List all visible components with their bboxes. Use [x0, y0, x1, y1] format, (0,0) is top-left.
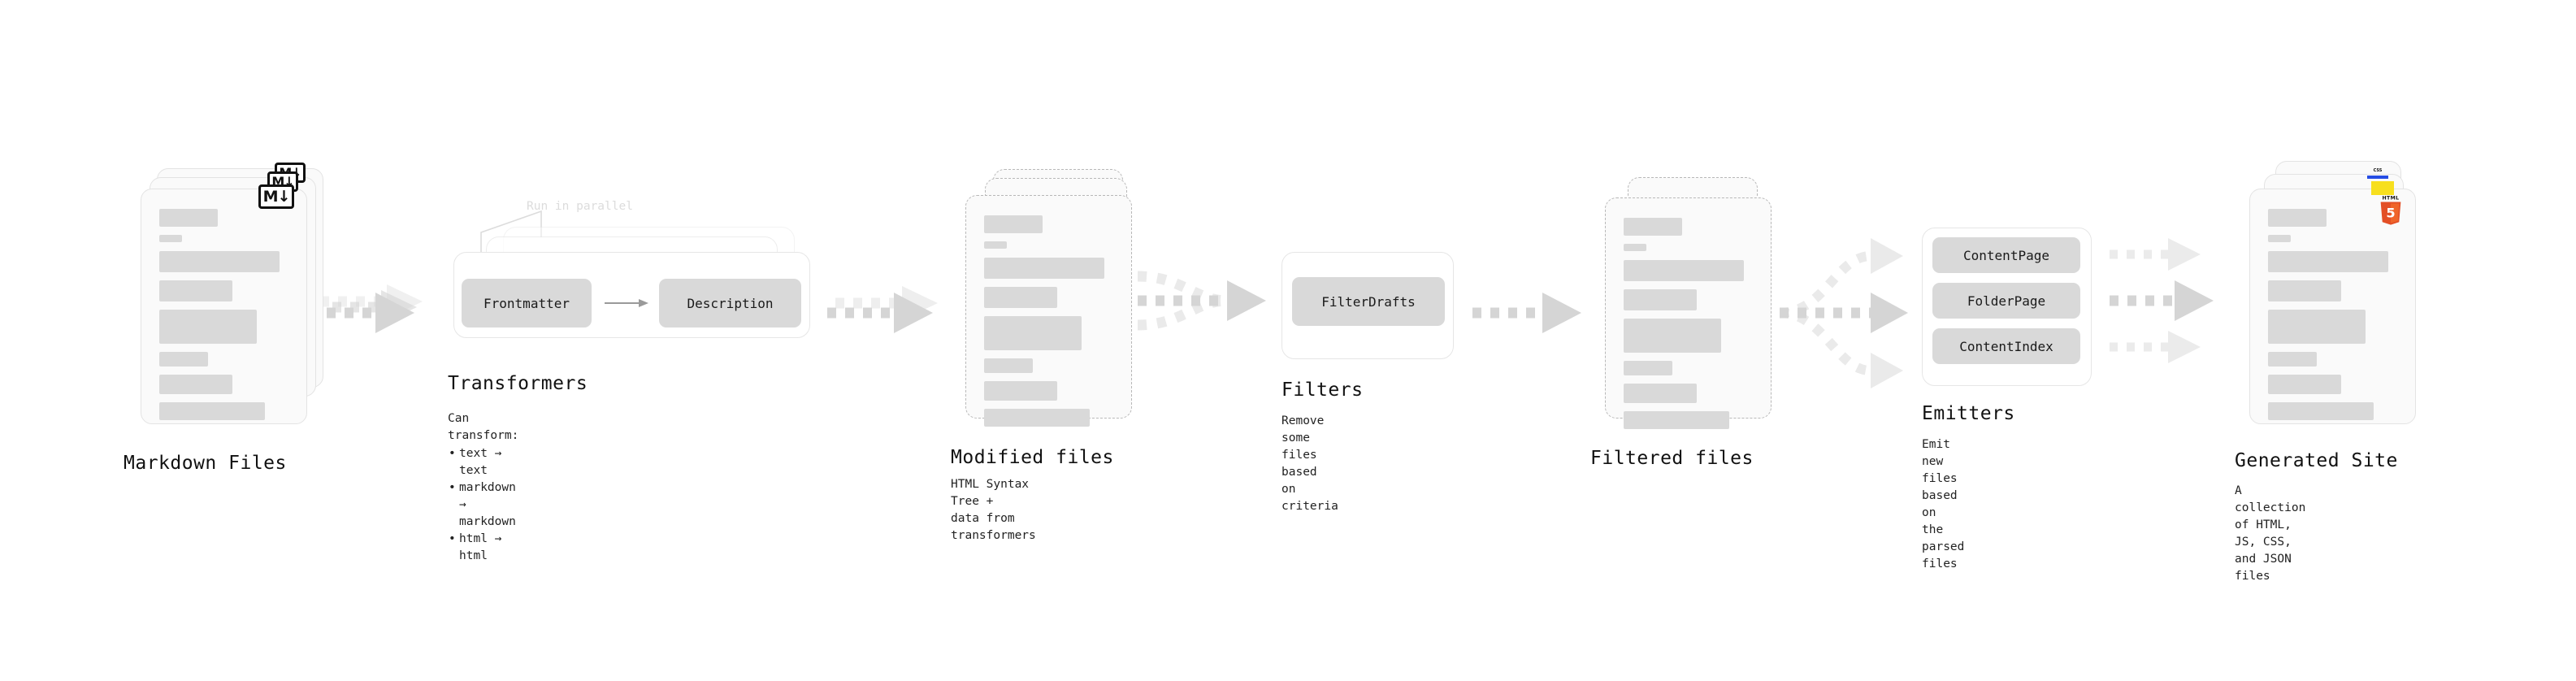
skeleton-line	[2268, 310, 2366, 344]
skeleton-line	[2268, 235, 2291, 242]
arrow-emitters-to-site	[2110, 238, 2214, 363]
skeleton-line	[984, 215, 1043, 233]
skeleton-line	[984, 287, 1057, 308]
emitters-pill-contentpage[interactable]: ContentPage	[1932, 237, 2080, 273]
transformers-bullet-item: html → html	[449, 531, 518, 565]
transformer-inner-arrow-front	[605, 299, 648, 307]
svg-text:5: 5	[2386, 206, 2395, 221]
modified-card-front	[965, 195, 1132, 427]
skeleton-line	[2268, 375, 2341, 394]
skeleton-line	[1624, 411, 1729, 429]
skeleton-line	[984, 316, 1082, 350]
stage-title-generated-site: Generated Site	[2235, 450, 2398, 471]
skeleton-line	[2268, 352, 2317, 367]
stage-title-markdown-files: Markdown Files	[124, 453, 287, 474]
html5-icon-label: HTML	[2382, 196, 2399, 202]
skeleton-line	[2268, 280, 2341, 301]
skeleton-line	[2268, 251, 2388, 272]
skeleton-line	[1624, 319, 1721, 353]
stage-subtitle-generated-site: A collection of HTML, JS, CSS, and JSON …	[2235, 484, 2306, 583]
transformers-bullet-item: text → text	[449, 445, 518, 479]
skeleton-line	[159, 209, 218, 227]
skeleton-line	[159, 375, 232, 394]
skeleton-line	[984, 358, 1033, 373]
emitters-pill-folderpage[interactable]: FolderPage	[1932, 283, 2080, 319]
skeleton-line	[159, 310, 257, 344]
skeleton-line	[984, 409, 1090, 427]
transformer-pill-frontmatter[interactable]: Frontmatter	[462, 279, 592, 327]
skeleton-line	[1624, 289, 1697, 310]
transformers-bullets-header: Can transform:	[448, 412, 519, 443]
stage-title-transformers: Transformers	[448, 373, 588, 394]
skeleton-line	[159, 402, 265, 420]
run-in-parallel-label: Run in parallel	[527, 200, 633, 213]
skeleton-line	[159, 280, 232, 301]
skeleton-line	[159, 352, 208, 367]
css-icon: CSS	[2367, 168, 2388, 179]
skeleton-line	[2268, 402, 2374, 420]
stage-title-modified-files: Modified files	[951, 447, 1114, 468]
stage-subtitle-filters: Remove some files based on criteria	[1281, 414, 1338, 514]
arrow-filters-to-filtered	[1472, 293, 1581, 333]
js-icon	[2371, 181, 2394, 195]
transformers-bullet-item: markdown → markdown	[449, 479, 518, 531]
skeleton-line	[984, 381, 1057, 401]
css-icon-label: CSS	[2373, 168, 2383, 173]
transformer-pill-description[interactable]: Description	[659, 279, 801, 327]
arrow-markdown-to-transformers	[309, 284, 423, 333]
skeleton-line	[984, 241, 1007, 249]
run-in-parallel-bracket	[480, 210, 542, 262]
markdown-icon-front: M↓	[258, 184, 294, 209]
filters-pill-filterdrafts[interactable]: FilterDrafts	[1292, 277, 1445, 326]
filtered-card-front	[1605, 197, 1772, 429]
stage-subtitle-modified-files: HTML Syntax Tree + data from transformer…	[951, 478, 1036, 543]
stage-title-emitters: Emitters	[1922, 403, 2015, 424]
stage-title-filtered-files: Filtered files	[1590, 448, 1754, 469]
html5-icon: HTML 5	[2380, 196, 2401, 225]
site-card-front	[2249, 189, 2416, 424]
css-icon-bar	[2367, 176, 2388, 179]
arrow-transformers-to-modified	[827, 286, 938, 333]
skeleton-line	[159, 251, 280, 272]
stage-title-filters: Filters	[1281, 380, 1364, 401]
skeleton-line	[984, 258, 1104, 279]
skeleton-line	[159, 235, 182, 242]
skeleton-line	[1624, 218, 1682, 236]
skeleton-line	[2268, 209, 2327, 227]
skeleton-line	[1624, 260, 1744, 281]
skeleton-line	[1624, 244, 1646, 251]
skeleton-line	[1624, 361, 1672, 375]
transformers-bullets: Can transform: text → text markdown → ma…	[448, 410, 518, 565]
skeleton-line	[1624, 384, 1697, 403]
markdown-card-front	[141, 189, 307, 424]
stage-subtitle-emitters: Emit new files based on the parsed files	[1922, 438, 1965, 571]
emitters-pill-contentindex[interactable]: ContentIndex	[1932, 328, 2080, 364]
arrow-modified-to-filters	[1137, 271, 1266, 331]
arrow-filtered-to-emitters	[1779, 238, 1908, 388]
